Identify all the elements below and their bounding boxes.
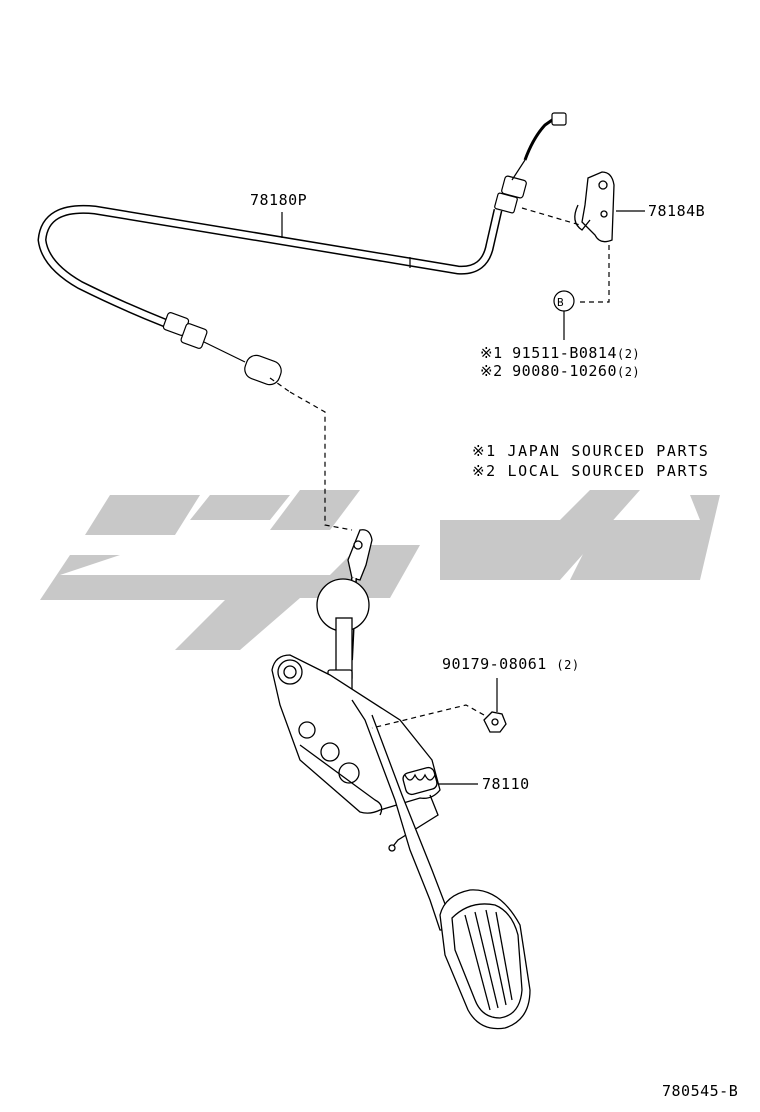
watermark-shape-1 xyxy=(40,545,420,650)
accelerator-cable xyxy=(37,112,567,393)
callout-item-2-qty: (2) xyxy=(616,365,641,379)
nut-90179-08061 xyxy=(483,711,507,733)
legend-item-1-text: JAPAN SOURCED PARTS xyxy=(507,442,710,460)
watermark-shape-3 xyxy=(190,495,290,520)
watermark-shape-4 xyxy=(270,490,360,530)
callout-item-2: ※2 90080-10260(2) xyxy=(480,362,640,381)
bracket-78184B xyxy=(574,171,615,243)
label-pedal-78110: 78110 xyxy=(482,775,530,793)
label-nut-qty: (2) xyxy=(556,658,580,672)
legend-item-2: ※2 LOCAL SOURCED PARTS xyxy=(472,461,709,481)
nut-leader-dashed xyxy=(371,704,485,729)
pedal-arm xyxy=(351,699,531,1030)
label-bracket-78184B: 78184B xyxy=(648,202,706,220)
legend-item-1-mark: ※1 xyxy=(472,442,497,460)
label-cable-78180P: 78180P xyxy=(250,191,308,209)
watermark-logo xyxy=(40,490,720,650)
watermark-shape-6 xyxy=(570,495,720,580)
callout-item-1-mark: ※1 xyxy=(480,344,503,362)
watermark-shape-2 xyxy=(85,495,200,535)
legend-item-2-text: LOCAL SOURCED PARTS xyxy=(507,462,710,480)
callout-b-letter: B xyxy=(557,296,564,309)
pedal-bracket xyxy=(271,654,441,816)
diagram-number: 780545-B xyxy=(662,1082,739,1100)
callout-item-2-part: 90080-10260 xyxy=(512,362,617,380)
label-nut: 90179-08061 (2) xyxy=(442,655,580,674)
callout-b-leader xyxy=(578,245,610,303)
callout-item-1-qty: (2) xyxy=(616,347,641,361)
watermark-shape-5 xyxy=(440,490,640,580)
callout-item-1: ※1 91511-B0814(2) xyxy=(480,344,640,363)
pedal-spring xyxy=(388,766,439,852)
legend-item-1: ※1 JAPAN SOURCED PARTS xyxy=(472,441,709,461)
callout-item-1-part: 91511-B0814 xyxy=(512,344,617,362)
cable-leader-dashed xyxy=(289,391,353,531)
label-nut-part: 90179-08061 xyxy=(442,655,547,673)
legend-item-2-mark: ※2 xyxy=(472,462,497,480)
bracket-leader-dashed xyxy=(521,207,581,226)
callout-item-2-mark: ※2 xyxy=(480,362,503,380)
